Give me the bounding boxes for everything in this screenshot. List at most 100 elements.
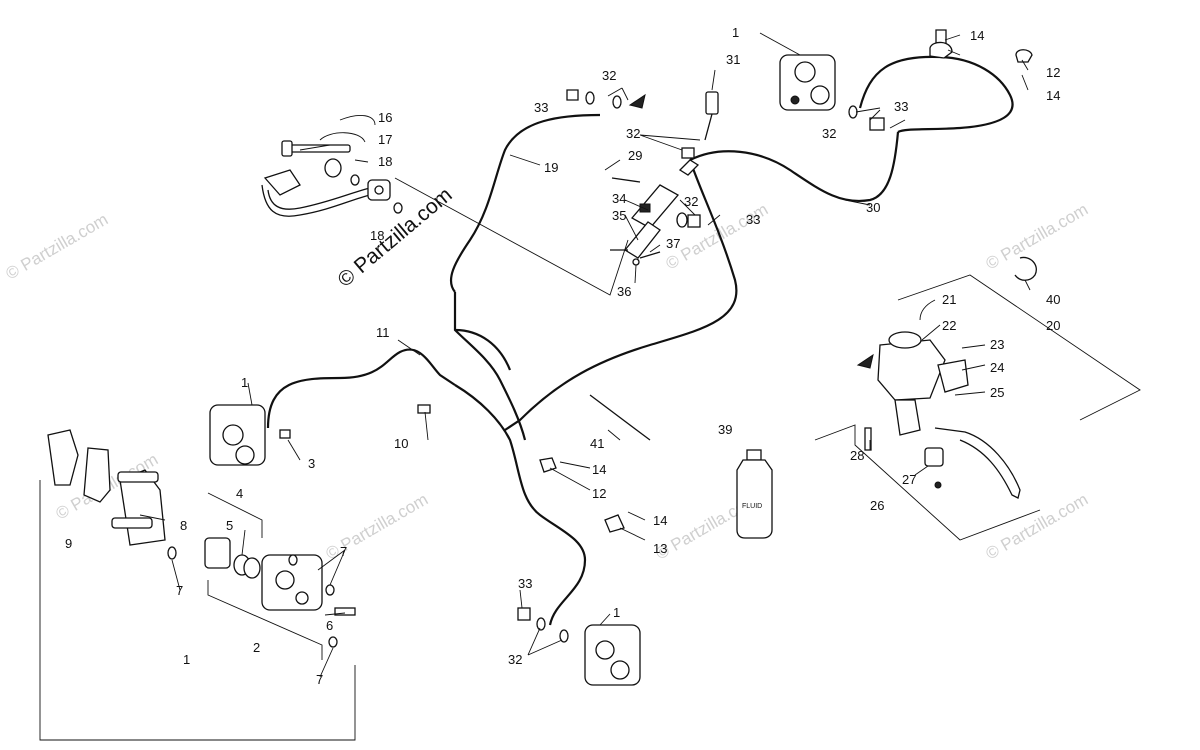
leader-7 [171,559,181,591]
callout-7: 7 [176,583,183,598]
assembly-26-bracket [814,424,1041,541]
piston-dust-seal [243,557,261,579]
callout-21: 21 [942,292,956,307]
leader-37 [649,244,661,253]
callout-1: 1 [183,652,190,667]
callout-3: 3 [308,456,315,471]
front-left-caliper [209,404,291,466]
leader-16b [339,114,376,126]
callout-1: 1 [732,25,739,40]
callout-12: 12 [592,486,606,501]
master-cylinder-port [639,203,651,213]
leader-33d [519,589,523,609]
callout-24: 24 [990,360,1004,375]
master-clamp [937,359,969,393]
callout-10: 10 [394,436,408,451]
caliper-piston [222,424,244,446]
callout-36: 36 [617,284,631,299]
leader-18 [354,159,369,163]
callout-32: 32 [508,652,522,667]
direction-markers [628,93,874,369]
o-ring [288,554,298,566]
callout-leaders [139,32,1031,678]
switch-stem [704,113,713,141]
assembly-20-bracket [897,274,1141,421]
watermark-text: © Partzilla.com [983,200,1092,274]
callout-39: 39 [718,422,732,437]
callout-34: 34 [612,191,626,206]
banjo-bolt-mid [687,214,701,228]
leader-14-13 [619,511,646,541]
front-right-caliper [779,29,1033,131]
callout-5: 5 [226,518,233,533]
banjo-washer-2 [559,629,569,643]
callout-33: 33 [746,212,760,227]
master-cylinder-body [630,184,680,229]
caliper-housing-port [295,591,309,605]
leader-7c [319,647,334,678]
rear-caliper [517,607,641,686]
callout-14: 14 [653,513,667,528]
callout-35: 35 [612,208,626,223]
leader-23 [961,344,986,349]
callout-1: 1 [613,605,620,620]
hose-clamp-mid [539,457,557,473]
pedal-o-ring [350,174,360,186]
callout-20: 20 [1046,318,1060,333]
brake-pedal-assembly [261,140,403,217]
brake-hose-19 [449,113,601,293]
lever-adjuster [924,447,944,467]
brake-hose-30 [689,131,900,203]
callout-33: 33 [534,100,548,115]
leader-7b [317,549,346,586]
cable-tie [589,394,651,441]
leader-24 [961,364,986,371]
rear-master-cylinder [610,91,719,266]
brake-lever [934,427,1021,499]
brake-light-switch [705,91,719,115]
brake-fluid-bottle: FLUID [736,449,773,539]
callout-17: 17 [378,132,392,147]
leader-34-35-32 [624,199,696,241]
leader-32a [607,87,629,101]
callout-1: 1 [241,375,248,390]
caliper-banjo-bolt [869,117,885,131]
callout-33: 33 [894,99,908,114]
pedal-washer [324,158,342,178]
callout-26: 26 [870,498,884,513]
callout-18: 18 [378,154,392,169]
brake-line-branch [453,292,527,441]
brake-pedal-arm-inner [267,187,371,210]
callout-7: 7 [316,672,323,687]
brake-pad-2 [83,447,111,503]
leader-10 [424,411,429,441]
leader-41 [607,429,621,441]
callout-27: 27 [902,472,916,487]
arrow-marker [856,353,874,369]
slide-pin-1 [117,471,159,483]
brake-pad-1 [47,429,79,486]
caliper-piston-2 [235,445,255,465]
watermark-text: © Partzilla.com [323,490,432,564]
callout-29: 29 [628,148,642,163]
leader-33-32 [855,107,881,121]
leader-3 [287,439,301,461]
pedal-pivot-hole [374,185,384,195]
bleeder-valve [334,607,356,616]
banjo-bolt-top [566,89,579,101]
caliper-bleeder [279,429,291,439]
callout-7: 7 [340,544,347,559]
callout-14: 14 [970,28,984,43]
assembly-1-bracket [39,480,356,741]
front-right-brake-hose [858,55,1014,134]
caliper-piston-2 [810,85,830,105]
leader-31 [711,69,716,91]
callout-32: 32 [822,126,836,141]
main-watermark: © Partzilla.com [333,183,456,292]
callout-22: 22 [942,318,956,333]
seal-ring [328,636,338,648]
callout-40: 40 [1046,292,1060,307]
callout-11: 11 [376,325,390,340]
watermark-text: © Partzilla.com [3,210,112,284]
callout-31: 31 [726,52,740,67]
